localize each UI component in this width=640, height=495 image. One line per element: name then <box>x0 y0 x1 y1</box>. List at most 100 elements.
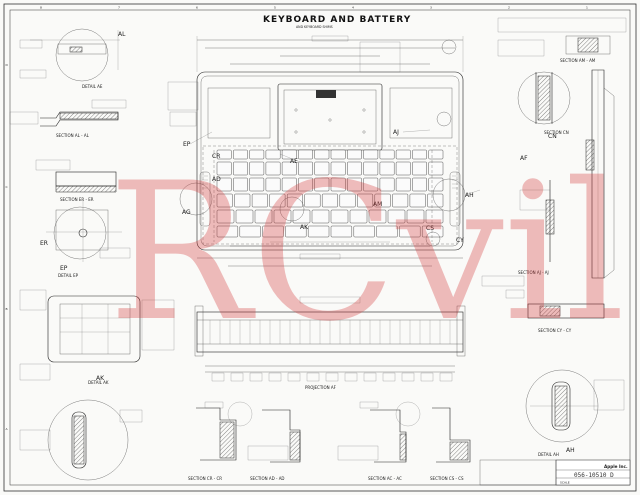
zone-col-4: 4 <box>352 6 354 10</box>
callout-af: AF <box>520 155 528 162</box>
keyboard-key <box>368 209 387 224</box>
detail-ak-title: DETAIL AK <box>88 380 109 385</box>
zone-row-b: B <box>6 307 8 311</box>
keyboard-key <box>347 149 362 160</box>
keyboard-key <box>262 225 284 238</box>
section-cs-view: SECTION CS - CS <box>430 407 471 481</box>
front-elevation-view: PROJECTION AF <box>194 296 466 390</box>
side-profile-view <box>585 69 615 279</box>
keyboard-key <box>251 193 268 208</box>
keyboard-key <box>379 177 395 192</box>
keyboard-key <box>330 225 353 238</box>
keyboard-key <box>428 161 444 176</box>
keyboard-key <box>249 161 265 176</box>
callout-ah: AH <box>566 447 575 454</box>
section-al-view: SECTION AL - AL <box>9 99 127 138</box>
keyboard-key <box>330 209 349 224</box>
keyboard-key <box>347 161 362 176</box>
callout-ad: AD <box>212 176 221 183</box>
keyboard-key <box>233 177 248 192</box>
left-foot <box>199 171 211 227</box>
detail-cy-circle <box>425 231 441 247</box>
keyboard-key <box>425 209 444 224</box>
keyboard-key <box>399 225 421 238</box>
callout-aj: AJ <box>393 129 399 136</box>
keyboard-key <box>314 161 330 176</box>
section-cn-title: SECTION CN <box>544 130 569 135</box>
top-case-outline <box>196 71 464 251</box>
keyboard-key <box>281 161 297 176</box>
keyboard-key <box>281 149 297 160</box>
zone-row-a: A <box>6 427 9 431</box>
zone-col-1: 1 <box>586 6 588 10</box>
keyboard-key <box>376 225 398 238</box>
callout-ak-main: AK <box>300 224 309 231</box>
keyboard-key <box>330 177 346 192</box>
keyboard-key <box>421 225 444 238</box>
detail-ah-view: AH DETAIL AH <box>525 369 625 457</box>
keyboard-key <box>379 149 395 160</box>
zone-col-7: 7 <box>118 6 120 10</box>
zone-col-8: 8 <box>40 6 42 10</box>
section-cs-title: SECTION CS - CS <box>430 476 464 481</box>
keyboard-key <box>239 225 261 238</box>
company-name: Apple Inc. <box>604 464 628 469</box>
keyboard-key <box>235 209 254 224</box>
keyboard-key <box>311 209 330 224</box>
keyboard-key-grid <box>216 149 444 238</box>
keyboard-key <box>249 149 265 160</box>
keyboard-key <box>392 193 409 208</box>
zone-col-2: 2 <box>508 6 510 10</box>
keyboard-key <box>285 225 307 238</box>
keyboard-key <box>216 209 235 224</box>
section-cy-view: SECTION CY - CY <box>481 275 605 333</box>
keyboard-key <box>387 209 406 224</box>
callout-ae-main: AE <box>290 158 298 165</box>
section-aj-title: SECTION AJ - AJ <box>518 270 549 275</box>
keyboard-key <box>216 193 233 208</box>
keyboard-key <box>216 149 232 160</box>
keyboard-key <box>374 193 391 208</box>
zone-col-3: 3 <box>430 6 432 10</box>
keyboard-key <box>406 209 425 224</box>
keyboard-key <box>395 161 411 176</box>
detail-ah-title: DETAIL AH <box>538 452 559 457</box>
keyboard-key <box>304 193 321 208</box>
keyboard-key <box>298 177 313 192</box>
keyboard-key <box>307 225 330 238</box>
callout-ag: AG <box>182 209 191 216</box>
detail-ak-circle <box>279 196 305 222</box>
section-am-title: SECTION AM - AM <box>560 58 596 63</box>
keyboard-key <box>427 193 444 208</box>
keyboard-key <box>353 225 375 238</box>
callout-am: AM <box>373 201 382 208</box>
keyboard-key <box>428 177 444 192</box>
keyboard-key <box>216 161 232 176</box>
detail-ep-title: DETAIL EP <box>58 273 79 278</box>
callout-ep-main: EP <box>183 141 191 148</box>
sheet-border-inner <box>9 9 631 486</box>
detail-ae-title: DETAIL AE <box>82 84 103 89</box>
keyboard-key <box>409 193 426 208</box>
detail-ae-view: AL DETAIL AE <box>19 28 126 89</box>
keyboard-key <box>330 161 346 176</box>
keyboard-key <box>281 177 297 192</box>
watermark: RCvil <box>108 142 625 363</box>
keyboard-key <box>349 209 368 224</box>
keyboard-key <box>265 161 281 176</box>
keyboard-key <box>395 177 411 192</box>
keyboard-key <box>254 209 273 224</box>
keyboard-key <box>412 177 427 192</box>
section-aj-view: SECTION AJ - AJ <box>518 180 555 275</box>
sheet-border-outer <box>3 3 637 492</box>
callout-ah-main: AH <box>465 192 474 199</box>
keyboard-key <box>249 177 265 192</box>
section-cr-view: SECTION CR - CR <box>188 401 253 481</box>
keyboard-key <box>412 149 427 160</box>
keyboard-key <box>428 149 444 160</box>
keyboard-key <box>298 161 313 176</box>
keyboard-key <box>339 193 356 208</box>
keyboard-key <box>265 149 281 160</box>
